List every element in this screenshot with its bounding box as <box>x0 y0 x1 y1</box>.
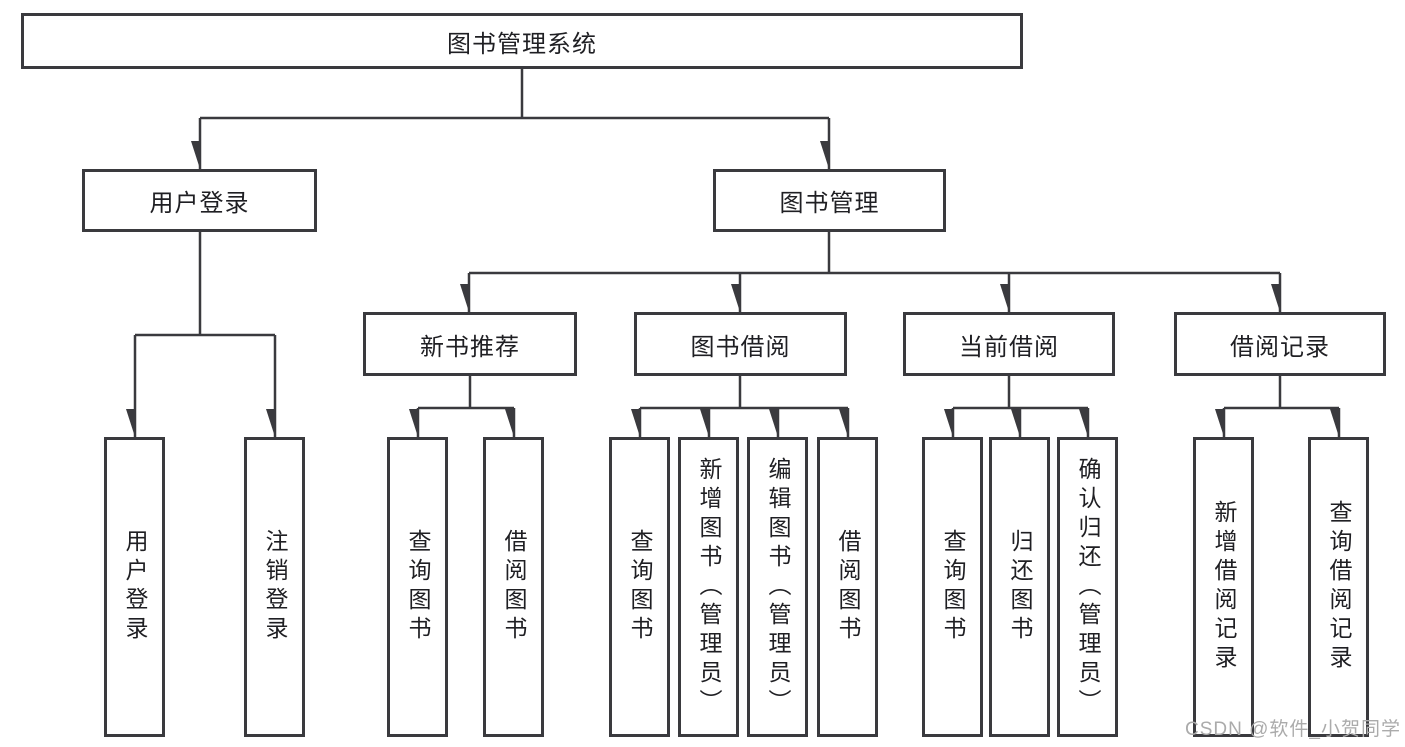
csdn-watermark: CSDN @软件_小贺同学 <box>1185 719 1401 740</box>
leaf-edit-books-admin: 编辑图书（管理员） <box>747 437 808 737</box>
node-label: 注销登录 <box>262 529 288 645</box>
leaf-return-books: 归还图书 <box>989 437 1050 737</box>
node-label: 新增借阅记录 <box>1211 500 1237 674</box>
node-label: 图书管理系统 <box>447 30 597 58</box>
node-label: 归还图书 <box>1007 529 1033 645</box>
node-label: 确认归还（管理员） <box>1075 456 1101 718</box>
node-label: 新增图书（管理员） <box>696 456 722 718</box>
node-label: 当前借阅 <box>959 333 1059 361</box>
node-user-login: 用户登录 <box>82 169 317 232</box>
leaf-query-books-borrow: 查询图书 <box>609 437 670 737</box>
leaf-confirm-return-admin: 确认归还（管理员） <box>1057 437 1118 737</box>
node-label: 借阅图书 <box>501 529 527 645</box>
leaf-add-books-admin: 新增图书（管理员） <box>678 437 739 737</box>
leaf-query-books-current: 查询图书 <box>922 437 983 737</box>
node-new-book-recommend: 新书推荐 <box>363 312 577 376</box>
node-label: 用户登录 <box>149 190 250 217</box>
leaf-logout: 注销登录 <box>244 437 305 737</box>
node-label: 查询图书 <box>940 529 966 645</box>
leaf-borrow-books-recommend: 借阅图书 <box>483 437 544 737</box>
node-label: 借阅图书 <box>835 529 861 645</box>
node-label: 借阅记录 <box>1230 333 1330 361</box>
node-label: 新书推荐 <box>420 333 520 361</box>
leaf-query-books-recommend: 查询图书 <box>387 437 448 737</box>
leaf-query-borrow-record: 查询借阅记录 <box>1308 437 1369 737</box>
leaf-borrow-books: 借阅图书 <box>817 437 878 737</box>
node-library-management-system: 图书管理系统 <box>21 13 1023 69</box>
leaf-user-login: 用户登录 <box>104 437 165 737</box>
node-label: 用户登录 <box>122 529 148 645</box>
node-label: 查询图书 <box>627 529 653 645</box>
node-book-borrow: 图书借阅 <box>634 312 847 376</box>
node-label: 图书借阅 <box>690 333 791 361</box>
node-label: 查询图书 <box>405 529 431 645</box>
node-label: 查询借阅记录 <box>1326 500 1352 674</box>
node-label: 图书管理 <box>779 190 880 217</box>
leaf-add-borrow-record: 新增借阅记录 <box>1193 437 1254 737</box>
node-book-management: 图书管理 <box>713 169 946 232</box>
node-current-borrow: 当前借阅 <box>903 312 1115 376</box>
node-borrow-records: 借阅记录 <box>1174 312 1386 376</box>
node-label: 编辑图书（管理员） <box>765 456 791 718</box>
